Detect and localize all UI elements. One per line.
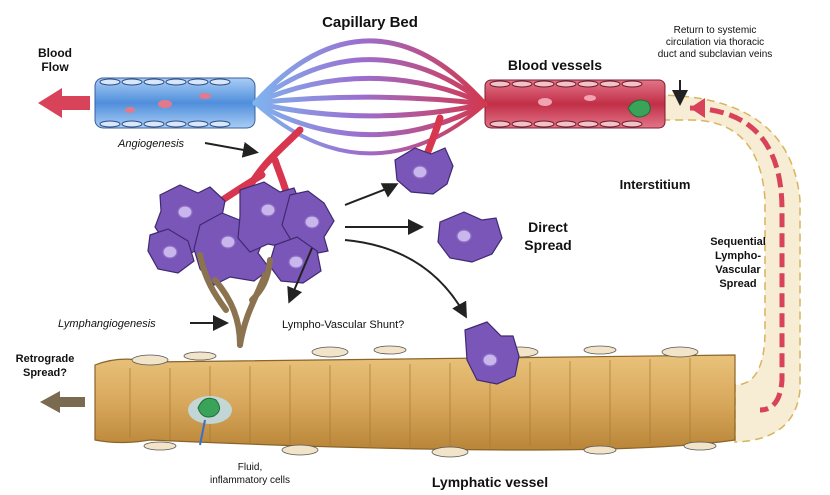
direct-spread-label-line2: Spread [524,237,571,253]
fluid-label-line2: inflammatory cells [210,475,290,486]
blood-flow-arrow [38,88,90,118]
vein-segment [95,78,255,128]
artery-segment [485,80,665,128]
retrograde-arrow [40,391,85,413]
retrograde-label-line2: Spread? [23,367,67,379]
tumor-cluster [148,182,334,285]
lymphangiogenesis-label: Lymphangiogenesis [58,318,156,330]
fluid-label-line1: Fluid, [238,462,262,473]
sequential-label-line3: Vascular [715,264,761,276]
blood-flow-label-line2: Flow [41,60,69,74]
direct-spread-tumor-cell [438,212,502,262]
lymphatic-vessel-label: Lymphatic vessel [432,474,548,490]
return-label-line2: circulation via thoracic [666,37,764,48]
sequential-label-line1: Sequential [710,236,766,248]
blood-flow-label-line1: Blood [38,46,72,60]
sequential-label-line4: Spread [719,278,756,290]
interstitium-label: Interstitium [620,177,691,192]
lymphatic-vessel [95,346,735,457]
direct-spread-label-line1: Direct [528,219,568,235]
escaping-tumor-cell [395,148,453,194]
return-label-line1: Return to systemic [674,25,757,36]
sequential-label-line2: Lympho- [715,250,761,262]
retrograde-label-line1: Retrograde [16,353,75,365]
angiogenesis-label: Angiogenesis [117,138,185,150]
return-label-line3: duct and subclavian veins [658,49,773,60]
capillary-bed-label: Capillary Bed [322,14,418,31]
blood-vessels-label: Blood vessels [508,57,602,73]
shunt-label: Lympho-Vascular Shunt? [282,319,404,331]
